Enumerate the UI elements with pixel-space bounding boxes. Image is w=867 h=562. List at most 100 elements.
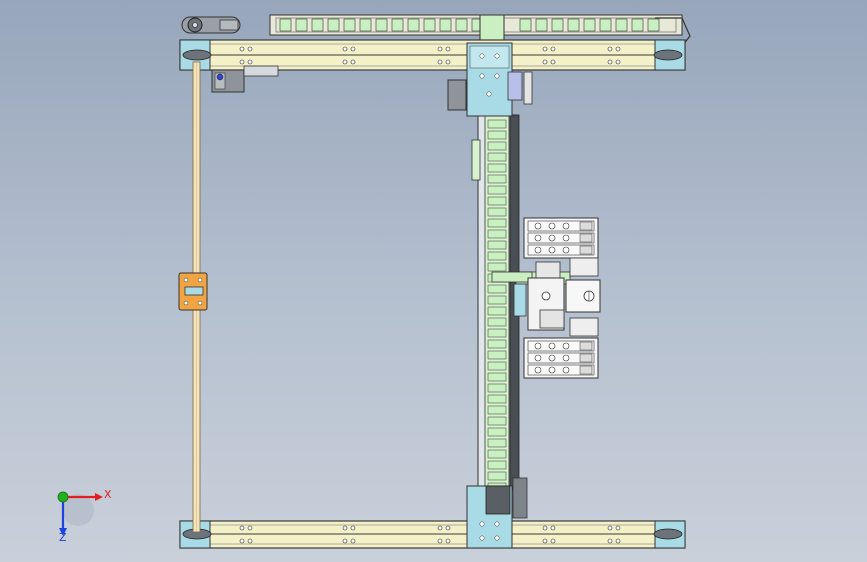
- chain-link: [487, 449, 507, 459]
- rail-bolt: [615, 46, 621, 52]
- rail-bolt: [542, 46, 548, 52]
- rail-bolt: [445, 46, 451, 52]
- rail-bolt: [350, 46, 356, 52]
- finger-pin: [548, 354, 556, 362]
- chain-link: [487, 196, 507, 206]
- chain-link: [487, 163, 507, 173]
- finger-pin: [534, 234, 542, 242]
- finger-tip: [579, 245, 593, 255]
- rail-bolt: [239, 538, 245, 544]
- rail-bolt: [350, 59, 356, 65]
- rail-bolt: [437, 525, 443, 531]
- drag-chain-carrier[interactable]: [479, 14, 505, 42]
- chain-link: [631, 18, 644, 32]
- finger-pin: [548, 342, 556, 350]
- chain-link: [407, 18, 420, 32]
- finger-pin: [534, 354, 542, 362]
- chain-link: [487, 471, 507, 481]
- lower-gripper-fingers: [527, 340, 595, 376]
- gripper-finger: [527, 220, 595, 232]
- chain-link: [487, 119, 507, 129]
- chain-link: [535, 18, 548, 32]
- chain-link: [487, 416, 507, 426]
- top-rail-bolts: [239, 46, 621, 65]
- chain-link: [519, 18, 532, 32]
- chain-link: [279, 18, 292, 32]
- chain-link: [487, 295, 507, 305]
- rail-bolt: [437, 59, 443, 65]
- chain-link: [359, 18, 372, 32]
- chain-link: [599, 18, 612, 32]
- rail-bolt: [350, 525, 356, 531]
- finger-tip: [579, 353, 593, 363]
- top-rail[interactable]: [179, 39, 686, 71]
- chain-link: [487, 207, 507, 217]
- finger-pin: [548, 222, 556, 230]
- axis-x-label: X: [104, 488, 112, 501]
- chain-link: [487, 306, 507, 316]
- top-carriage-plate[interactable]: [447, 42, 533, 117]
- chain-link: [551, 18, 564, 32]
- chain-link: [487, 317, 507, 327]
- bottom-rail[interactable]: [179, 520, 686, 549]
- chain-link: [487, 229, 507, 239]
- chain-link: [487, 251, 507, 261]
- rail-bolt: [550, 525, 556, 531]
- finger-tip: [579, 233, 593, 243]
- upper-gripper-stack[interactable]: [523, 217, 599, 277]
- finger-pin: [534, 222, 542, 230]
- chain-link: [487, 185, 507, 195]
- top-chain-links: [279, 18, 660, 32]
- chain-link: [583, 18, 596, 32]
- belt-clamp[interactable]: [178, 272, 208, 311]
- finger-pin: [534, 366, 542, 374]
- gripper-head[interactable]: [491, 261, 601, 331]
- rail-bolt: [542, 525, 548, 531]
- chain-link: [487, 350, 507, 360]
- vertical-gantry-beam[interactable]: [471, 114, 520, 492]
- rail-bolt: [247, 46, 253, 52]
- chain-link: [343, 18, 356, 32]
- rail-bolt: [437, 538, 443, 544]
- upper-gripper-fingers: [527, 220, 595, 256]
- lower-gripper-stack[interactable]: [523, 317, 599, 379]
- bottom-carriage-plate[interactable]: [466, 477, 528, 549]
- chain-link: [391, 18, 404, 32]
- rail-bolt: [607, 59, 613, 65]
- view-triad[interactable]: [57, 491, 103, 536]
- chain-link: [647, 18, 660, 32]
- rail-bolt: [542, 538, 548, 544]
- chain-link: [487, 218, 507, 228]
- top-carriage-motor[interactable]: [447, 79, 467, 111]
- finger-pin: [534, 342, 542, 350]
- top-left-pulley[interactable]: [181, 16, 241, 34]
- chain-link: [455, 18, 468, 32]
- chain-link: [487, 394, 507, 404]
- rail-bolt: [607, 538, 613, 544]
- rail-bolt: [615, 525, 621, 531]
- rail-bolt: [350, 538, 356, 544]
- chain-link: [487, 460, 507, 470]
- chain-link: [327, 18, 340, 32]
- chain-link: [487, 361, 507, 371]
- chain-link: [487, 174, 507, 184]
- rail-bolt: [247, 59, 253, 65]
- chain-link: [375, 18, 388, 32]
- gripper-finger: [527, 340, 595, 352]
- rail-bolt: [445, 59, 451, 65]
- finger-pin: [534, 246, 542, 254]
- rail-bolt: [342, 59, 348, 65]
- rail-bolt: [607, 46, 613, 52]
- rail-bolt: [550, 46, 556, 52]
- top-drag-chain[interactable]: [269, 14, 691, 47]
- rail-bolt: [342, 46, 348, 52]
- chain-link: [487, 427, 507, 437]
- chain-link: [487, 383, 507, 393]
- finger-tip: [579, 341, 593, 351]
- top-left-motor[interactable]: [211, 65, 279, 93]
- gripper-finger: [527, 244, 595, 256]
- axis-dot-y-icon: [57, 491, 69, 503]
- finger-tip: [579, 221, 593, 231]
